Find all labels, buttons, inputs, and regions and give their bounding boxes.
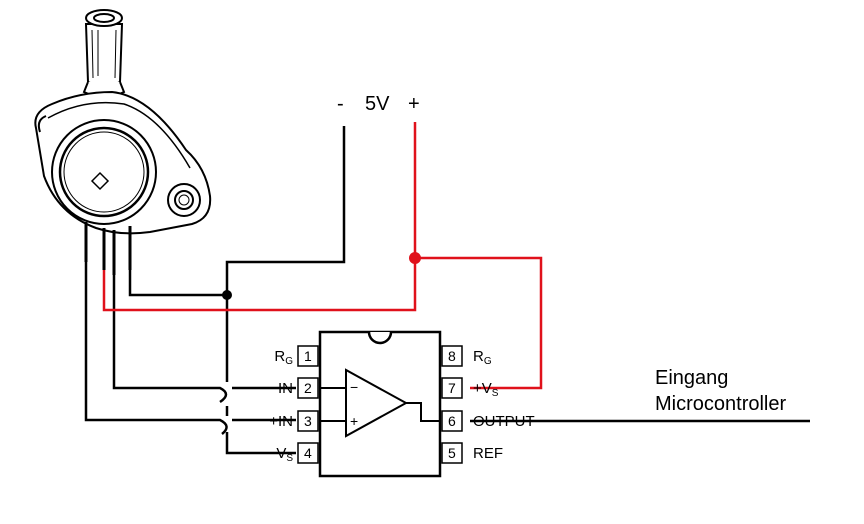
opamp-minus-sign: − <box>350 379 358 395</box>
wire-supply-minus <box>225 126 346 382</box>
pin-1-number: 1 <box>304 348 312 364</box>
sensor-mount-hole <box>167 183 201 217</box>
supply-plus-label: + <box>408 93 420 115</box>
black-wires <box>84 126 810 455</box>
red-wires <box>102 122 543 390</box>
pin-6-label: OUTPUT <box>473 413 535 430</box>
pin-8-number: 8 <box>448 348 456 364</box>
pin-4-number: 4 <box>304 445 312 461</box>
pin-2-label: −IN <box>269 380 293 397</box>
wire-leg4-ground <box>128 270 227 297</box>
pin-7-label: +VS <box>473 380 499 399</box>
pin-5-label: REF <box>473 445 503 462</box>
sensor-diaphragm-outer <box>51 119 157 225</box>
pin-4-label: −VS <box>268 445 294 464</box>
pin-6-number: 6 <box>448 413 456 429</box>
opamp-symbol <box>345 368 409 438</box>
target-label-line1: Eingang <box>655 367 728 389</box>
pin-1-label: RG <box>274 348 293 367</box>
sensor-diamond-icon <box>90 171 110 191</box>
sensor-port-opening <box>85 9 123 27</box>
opamp-plus-sign: + <box>350 413 358 429</box>
pressure-sensor <box>34 9 212 275</box>
pin-7-number: 7 <box>448 380 456 396</box>
target-label-line2: Microcontroller <box>655 393 786 415</box>
wire-plus-vs <box>415 256 543 390</box>
junction-ground <box>222 290 232 300</box>
pin-3-number: 3 <box>304 413 312 429</box>
pin-3-label: +IN <box>269 413 293 430</box>
wire-supply-plus <box>102 122 417 312</box>
supply-voltage-label: 5V <box>365 93 390 115</box>
supply-minus-label: - <box>337 93 344 115</box>
pin-5-number: 5 <box>448 445 456 461</box>
pin-2-number: 2 <box>304 380 312 396</box>
pin-8-label: RG <box>473 348 492 367</box>
junction-supply <box>409 252 421 264</box>
sensor-port-tube <box>84 23 124 87</box>
wire-leg1-plus-in <box>84 262 228 435</box>
instrumentation-amplifier-ic: − + 1 2 3 4 8 7 6 5 RG −IN +IN −VS RG +V… <box>268 330 535 478</box>
ic-notch <box>367 331 393 345</box>
wire-leg3-minus-in <box>112 275 228 404</box>
